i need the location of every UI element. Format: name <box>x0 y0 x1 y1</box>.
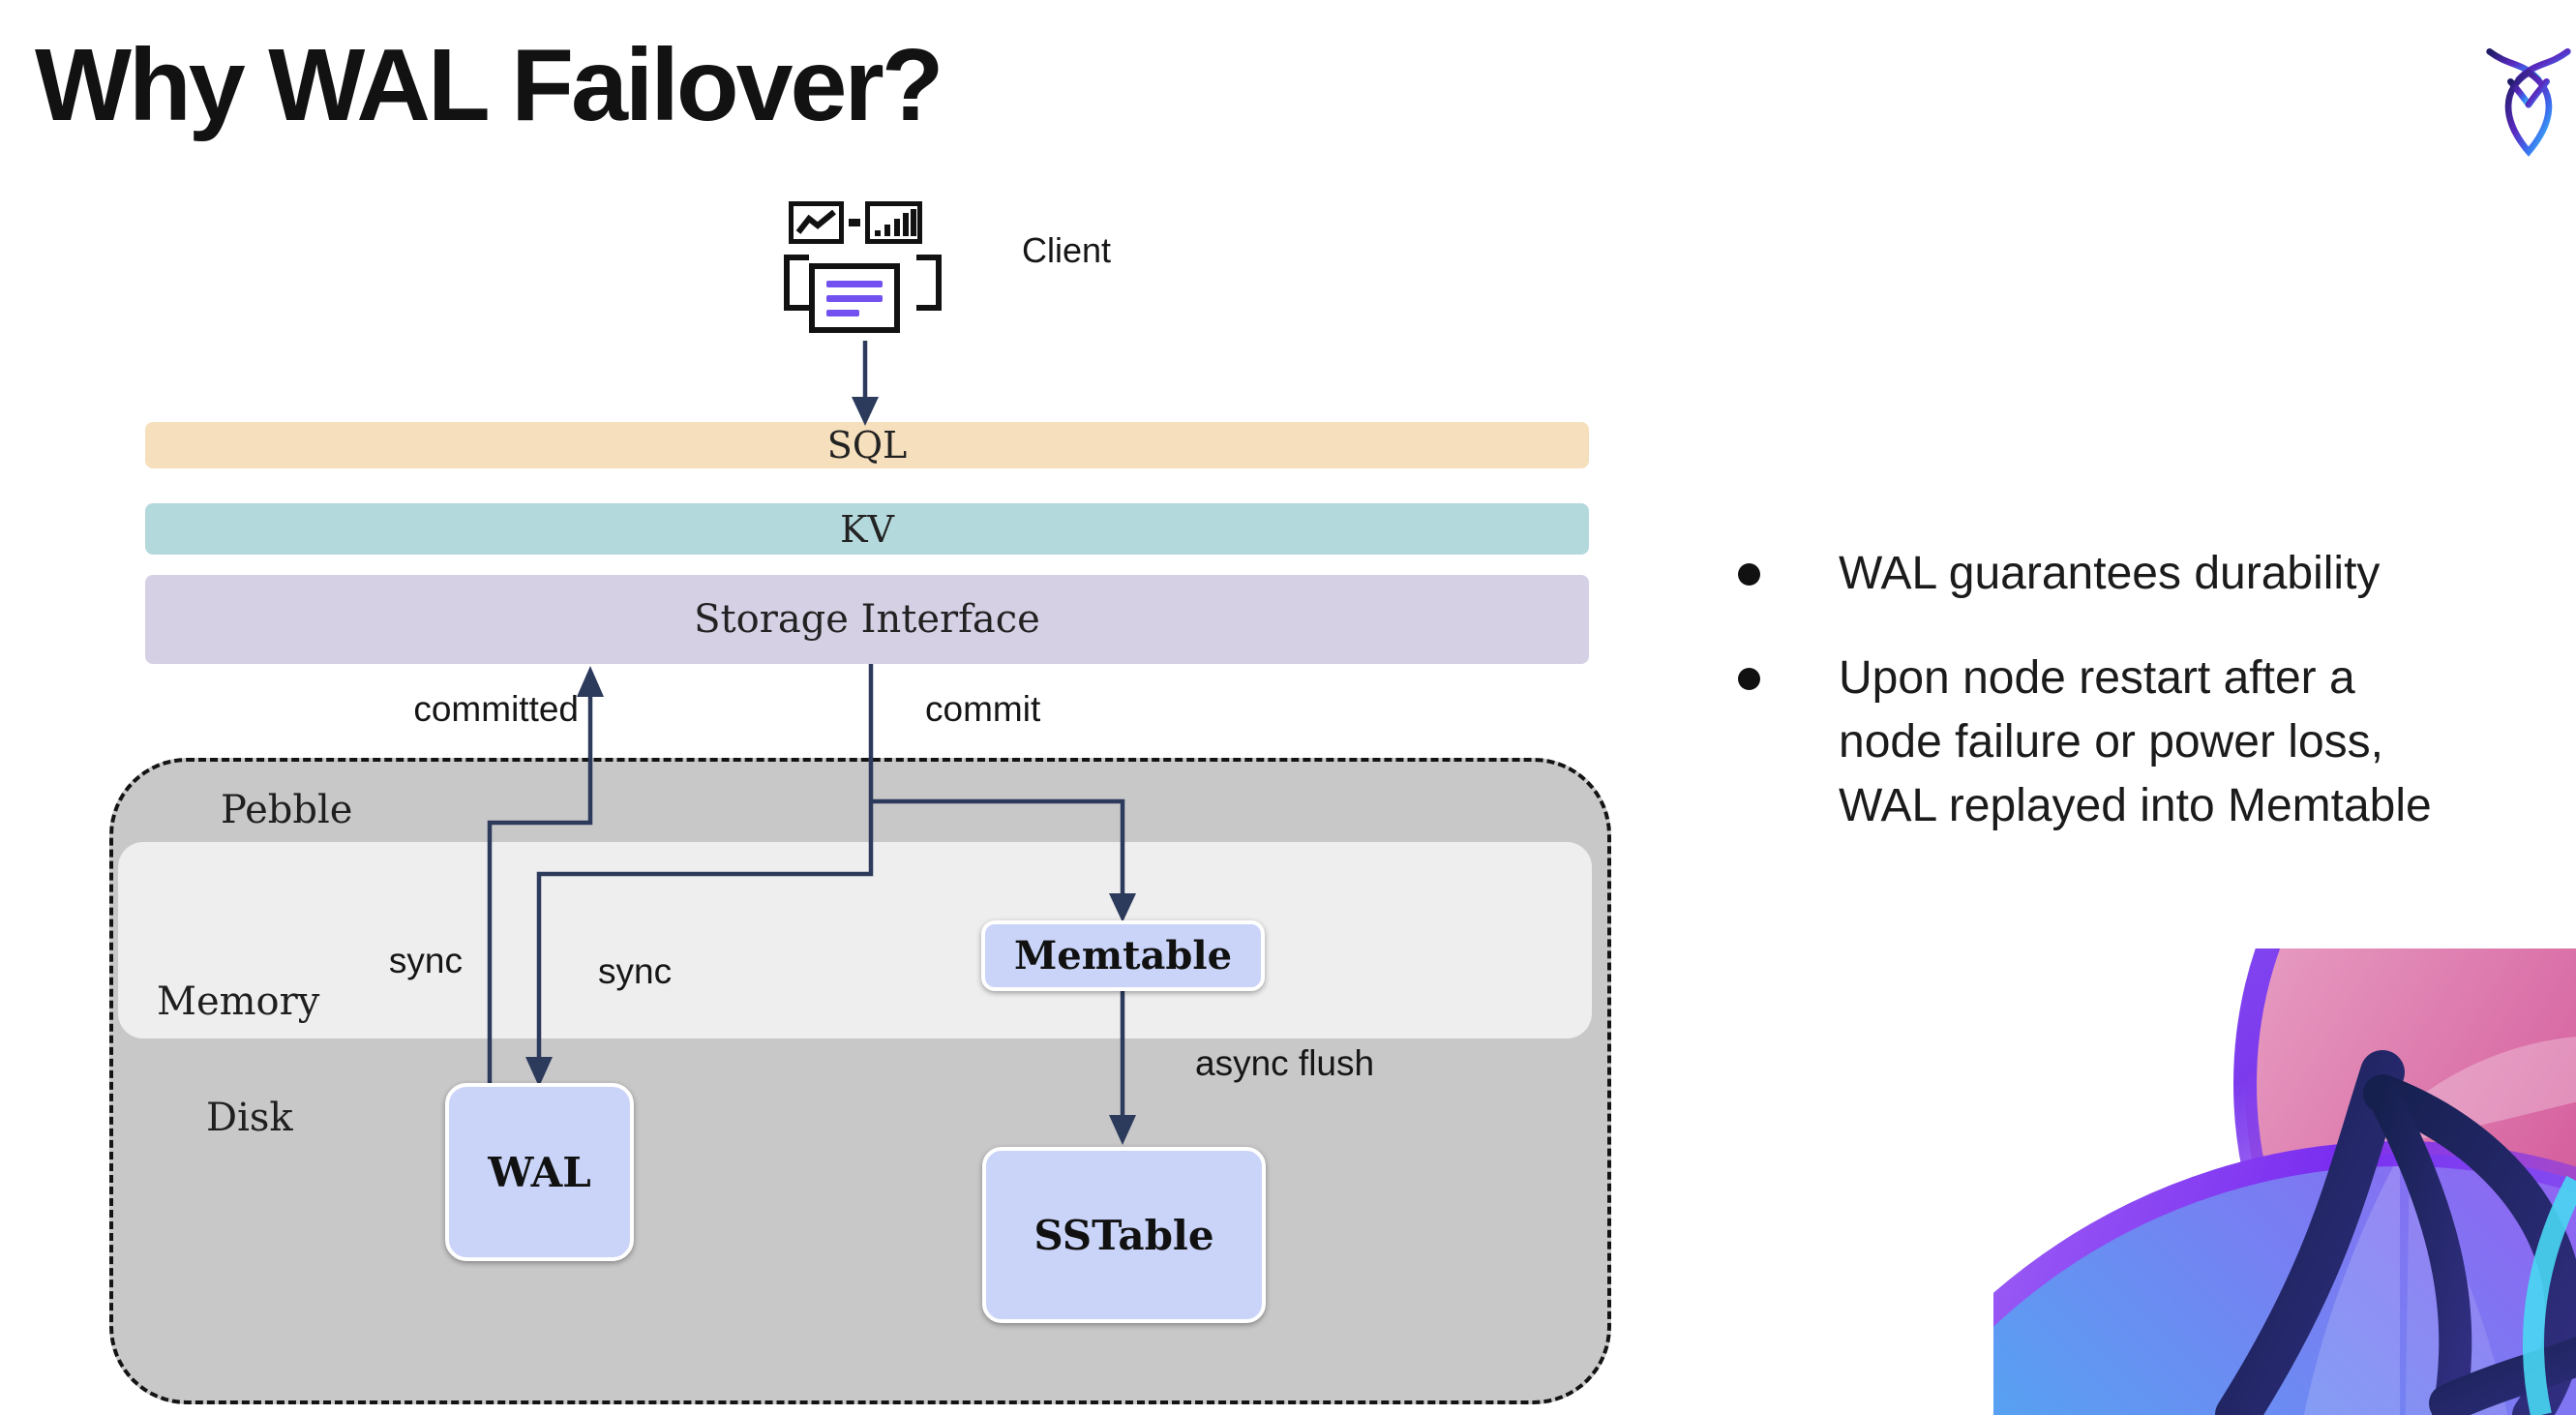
wal-node: WAL <box>445 1083 634 1261</box>
bullet-list: WAL guarantees durability Upon node rest… <box>1724 542 2528 838</box>
bar-chart-icon <box>865 201 922 244</box>
layer-bar-sql: SQL <box>145 422 1589 468</box>
wal-node-label: WAL <box>488 1148 591 1196</box>
left-bracket-icon <box>784 255 809 311</box>
layer-bar-kv: KV <box>145 503 1589 555</box>
memtable-node: Memtable <box>981 920 1265 991</box>
layer-bar-storage-interface: Storage Interface <box>145 575 1589 664</box>
right-bracket-icon <box>916 255 942 311</box>
document-text-line <box>826 310 859 316</box>
blue-petal <box>2303 1154 2400 1415</box>
cyan-rim-arc <box>2522 1175 2576 1415</box>
layer-bar-sql-label: SQL <box>826 424 908 467</box>
async-flush-edge-label: async flush <box>1195 1043 1375 1083</box>
bullet-line: Upon node restart after a <box>1839 652 2355 704</box>
bullet-line: WAL replayed into Memtable <box>1839 780 2432 831</box>
bullet-line: WAL guarantees durability <box>1839 548 2381 599</box>
committed-edge-label: committed <box>413 689 579 729</box>
disk-label: Disk <box>206 1096 293 1140</box>
bullet-line: node failure or power loss, <box>1839 716 2383 768</box>
page-title: Why WAL Failover? <box>35 28 944 142</box>
pebble-label: Pebble <box>221 788 353 832</box>
cockroachdb-logo-icon <box>2486 47 2571 157</box>
sstable-node-label: SSTable <box>1033 1211 1214 1259</box>
arrowhead-into-storage-interface <box>577 666 604 697</box>
sync-left-edge-label: sync <box>388 941 463 980</box>
layer-bar-storage-interface-label: Storage Interface <box>694 597 1040 642</box>
document-text-line <box>826 281 883 287</box>
memory-band <box>118 842 1592 1039</box>
document-text-line <box>826 295 883 302</box>
client-label: Client <box>1022 230 1112 270</box>
document-icon <box>809 263 900 333</box>
bullet-item: Upon node restart after a node failure o… <box>1724 647 2528 838</box>
sync-right-edge-label: sync <box>598 951 673 991</box>
memory-label: Memory <box>157 979 320 1024</box>
memtable-node-label: Memtable <box>1013 933 1233 978</box>
dash-connector-icon <box>849 219 860 226</box>
commit-edge-label: commit <box>925 689 1041 729</box>
bullet-item: WAL guarantees durability <box>1724 542 2528 606</box>
brand-decoration-graphic <box>1993 948 2576 1415</box>
sstable-node: SSTable <box>982 1147 1266 1323</box>
pink-sphere-rim <box>2233 948 2429 1415</box>
line-chart-icon <box>789 201 844 244</box>
layer-bar-kv-label: KV <box>840 507 894 551</box>
